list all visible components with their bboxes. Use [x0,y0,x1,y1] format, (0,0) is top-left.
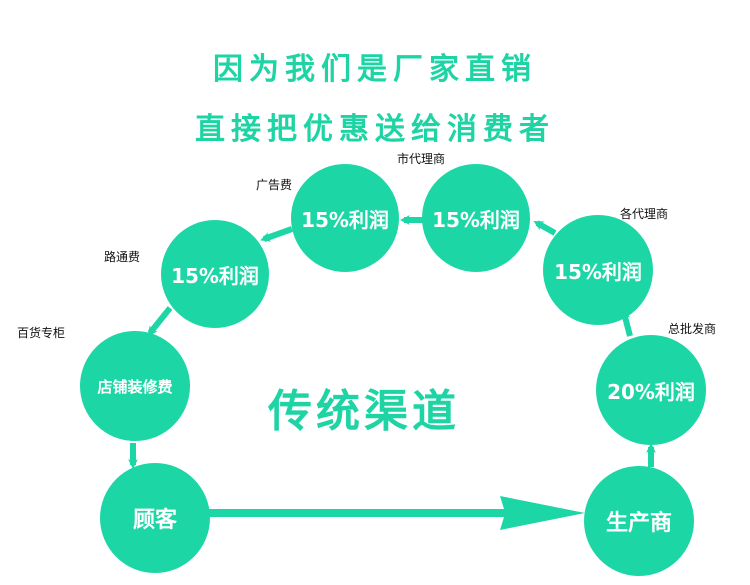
arrow-ad-to-road [260,226,294,242]
node-advertising-profit: 15%利润 [291,164,399,272]
node-regional-agent-profit: 15%利润 [543,215,653,325]
arrow-regional-to-city [533,220,557,236]
arrow-customer-to-manufacturer [208,496,585,530]
label-city-agents: 市代理商 [397,152,446,166]
heading-line2: 直接把优惠送给消费者 [195,112,555,147]
heading-line1: 因为我们是厂家直销 [213,52,537,87]
center-title: 传统渠道 [268,386,460,437]
label-regional-agents: 各代理商 [620,207,669,221]
label-counter: 百货专柜 [17,326,66,340]
node-customer: 顾客 [100,463,210,573]
label-road-fee: 路通费 [104,250,141,264]
node-manufacturer: 生产商 [584,466,694,576]
label-ad-fee: 广告费 [256,178,293,192]
arrow-road-to-store [147,306,173,337]
node-general-agent-profit: 20%利润 [596,335,706,445]
node-store-decor: 店铺装修费 [80,331,190,441]
label-general-wholesaler: 总批发商 [668,322,717,336]
node-city-agent-profit: 15%利润 [422,164,530,272]
node-road-fee-profit: 15%利润 [161,220,269,328]
